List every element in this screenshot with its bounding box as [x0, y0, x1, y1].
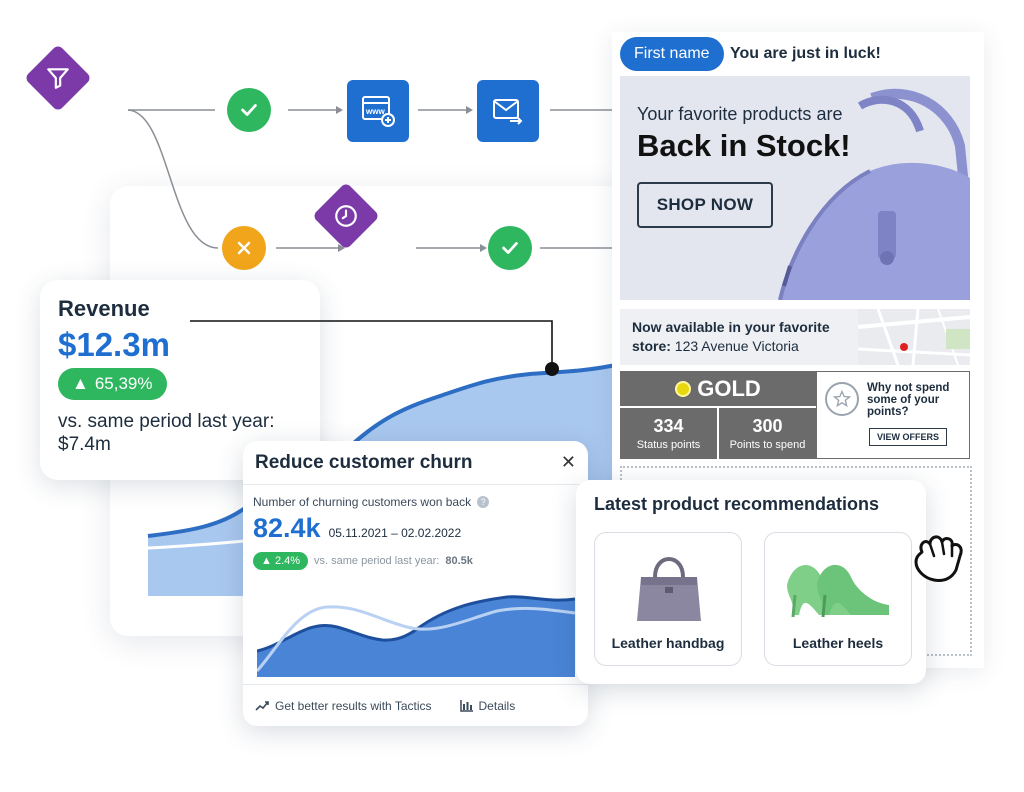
loyalty-tier-box: GOLD 334 Status points 300 Points to spe… — [620, 371, 816, 459]
grab-hand-icon — [914, 535, 963, 582]
revenue-comparison: vs. same period last year: $7.4m — [58, 411, 275, 455]
gold-coin-icon — [675, 380, 692, 397]
store-address: 123 Avenue Victoria — [674, 338, 799, 354]
check-icon — [241, 104, 257, 116]
churn-area-chart — [257, 595, 575, 677]
filter-icon — [47, 68, 69, 89]
heels-thumbnail — [787, 564, 889, 618]
condition-true-node-2[interactable] — [488, 226, 532, 270]
status-points-value: 334 — [653, 416, 684, 436]
tier-name: GOLD — [697, 375, 761, 401]
points-to-spend: 300 Points to spend — [717, 408, 816, 459]
send-email-node[interactable] — [477, 80, 539, 142]
churn-comparison-row: ▲ 2.4% vs. same period last year: 80.5k — [253, 552, 473, 570]
bar-chart-icon — [459, 699, 473, 712]
churn-footer: Get better results with Tactics Details — [243, 684, 588, 726]
store-map[interactable] — [858, 309, 970, 365]
hero-banner: Your favorite products are Back in Stock… — [620, 76, 970, 300]
recommendation-label: Leather handbag — [611, 635, 725, 651]
status-points: 334 Status points — [620, 408, 717, 459]
hero-title: Back in Stock! — [637, 128, 851, 163]
churn-comparison-value: 80.5k — [445, 555, 473, 567]
revenue-change-badge: ▲ 65,39% — [58, 368, 167, 400]
churn-value: 82.4k — [253, 513, 321, 543]
recommendation-heels[interactable]: Leather heels — [764, 532, 912, 666]
recommendation-handbag[interactable]: Leather handbag — [594, 532, 742, 666]
churn-value-row: 82.4k 05.11.2021 – 02.02.2022 — [253, 513, 461, 544]
help-icon[interactable]: ? — [477, 496, 490, 508]
store-text: Now available in your favorite store: 12… — [620, 309, 858, 365]
points-to-spend-label: Points to spend — [729, 439, 806, 451]
first-name-token[interactable]: First name — [620, 37, 724, 71]
arrow-up-icon: ▲ — [72, 374, 89, 393]
revenue-callout-line — [190, 320, 559, 376]
map-icon — [858, 309, 970, 365]
store-label: store: — [632, 338, 671, 354]
revenue-change: 65,39% — [94, 374, 153, 393]
recommendations-card: Latest product recommendations Leather h… — [576, 480, 926, 684]
condition-false-node[interactable] — [222, 226, 266, 270]
condition-true-node[interactable] — [227, 88, 271, 132]
revenue-card[interactable]: Revenue $12.3m ▲ 65,39% vs. same period … — [40, 280, 320, 480]
churn-metric-text: Number of churning customers won back — [253, 495, 472, 509]
recommendation-label: Leather heels — [792, 635, 884, 651]
tier-title: GOLD — [620, 371, 816, 408]
points-to-spend-value: 300 — [752, 416, 783, 436]
details-link[interactable]: Details — [459, 698, 516, 713]
svg-text:www: www — [365, 107, 385, 116]
store-availability: Now available in your favorite store: 12… — [620, 309, 970, 365]
email-send-icon — [493, 99, 523, 125]
check-icon — [502, 242, 518, 254]
view-offers-button[interactable]: VIEW OFFERS — [869, 428, 947, 446]
workflow-connectors — [127, 106, 615, 252]
spend-prompt: Why not spend some of your points? — [867, 382, 950, 418]
tactics-link[interactable]: Get better results with Tactics — [255, 699, 432, 713]
churn-date-range: 05.11.2021 – 02.02.2022 — [328, 526, 462, 540]
handbag-image — [778, 88, 970, 300]
star-badge-icon — [825, 382, 859, 416]
churn-comparison-label: vs. same period last year: — [314, 555, 440, 567]
status-points-label: Status points — [636, 439, 701, 451]
web-form-node[interactable]: www — [347, 80, 409, 142]
shop-now-button[interactable]: SHOP NOW — [637, 182, 773, 228]
handbag-thumbnail — [637, 557, 701, 621]
churn-metric-label: Number of churning customers won back ? — [253, 495, 490, 509]
clock-icon — [335, 205, 357, 227]
store-line1: Now available in your favorite — [632, 319, 830, 335]
churn-change-badge: ▲ 2.4% — [253, 552, 309, 570]
tactics-link-label: Get better results with Tactics — [275, 698, 432, 713]
email-greeting: You are just in luck! — [730, 45, 881, 62]
close-icon — [237, 241, 251, 255]
churn-card: Reduce customer churn ✕ Number of churni… — [243, 441, 588, 726]
hero-subtitle: Your favorite products are — [637, 104, 843, 124]
churn-title: Reduce customer churn — [255, 451, 473, 473]
revenue-title: Revenue — [58, 296, 150, 321]
revenue-value: $12.3m — [58, 326, 170, 363]
web-form-icon: www — [362, 96, 395, 127]
recommendations-title: Latest product recommendations — [594, 494, 880, 514]
spend-points-box: Why not spend some of your points? VIEW … — [816, 371, 970, 459]
close-icon[interactable]: ✕ — [560, 452, 576, 472]
details-link-label: Details — [478, 698, 516, 713]
trend-icon — [255, 700, 269, 711]
churn-change: 2.4% — [274, 555, 301, 567]
